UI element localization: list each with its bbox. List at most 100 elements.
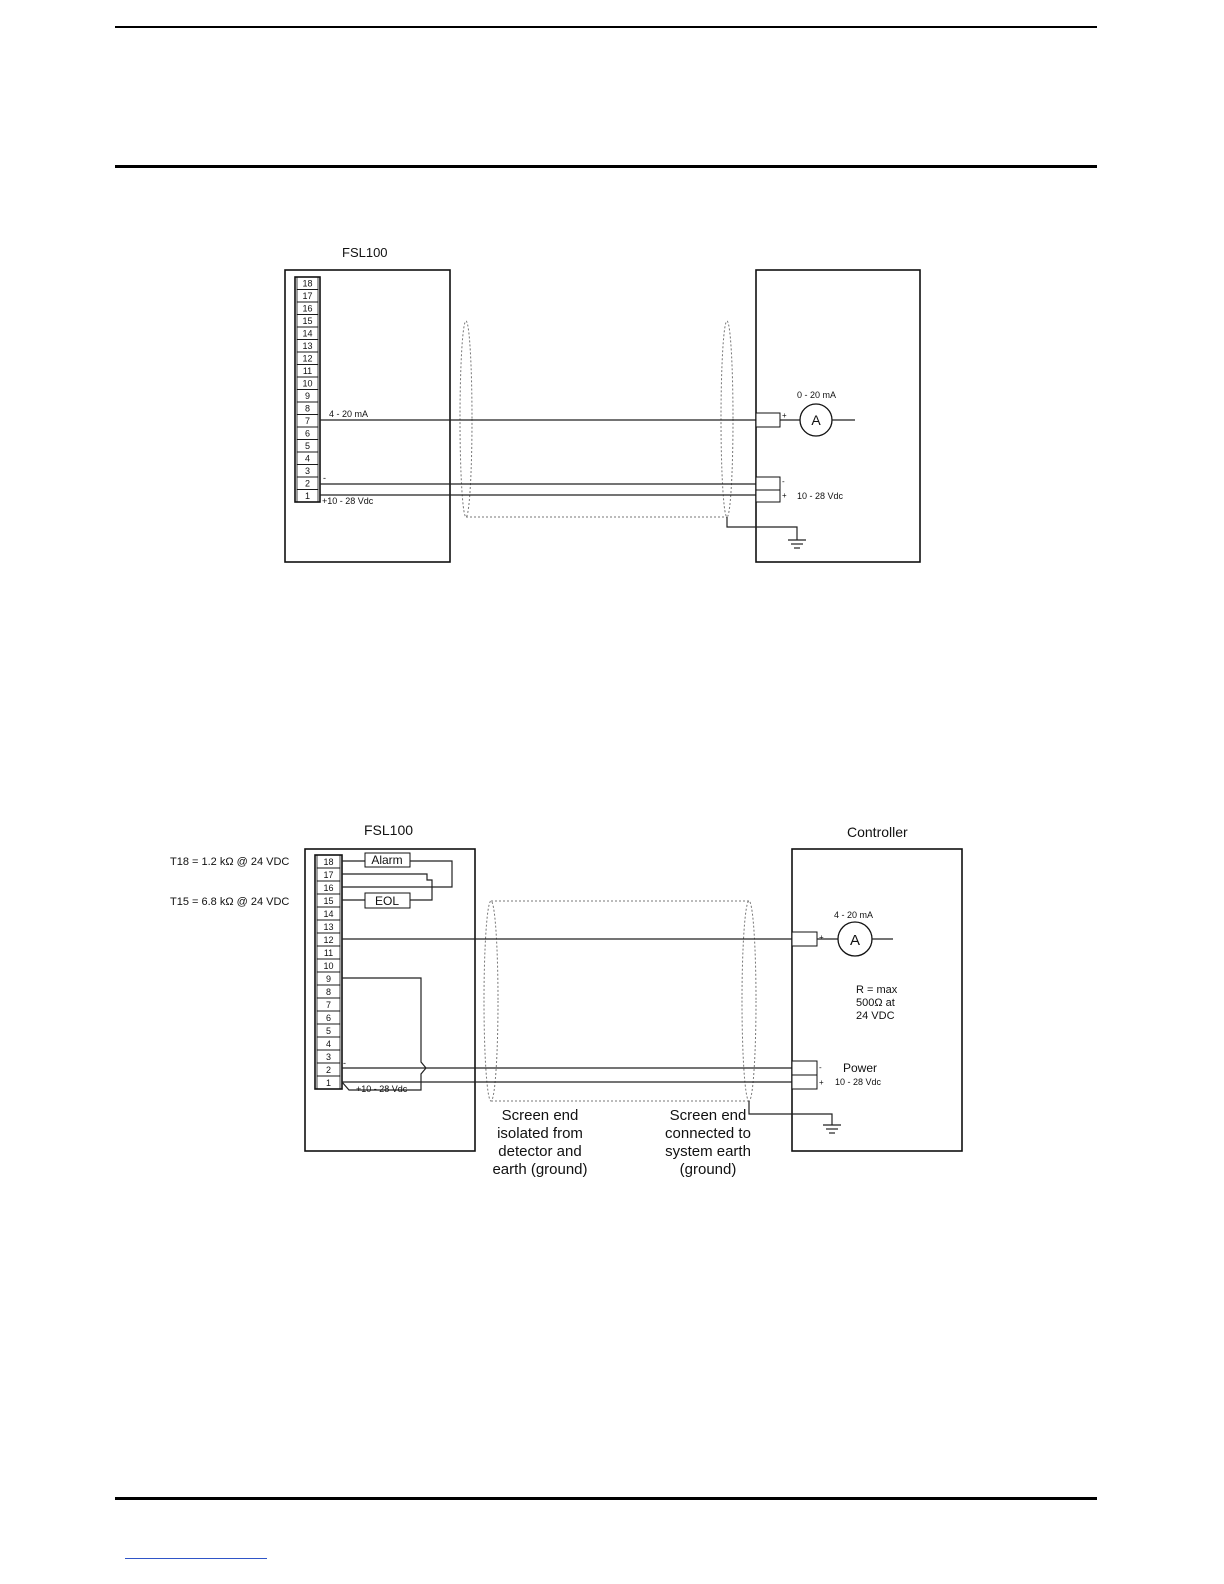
d2-screen-connected-note: Screen end connected to system earth (gr… (665, 1107, 751, 1178)
d1-controller-box (755, 269, 921, 563)
footer-link[interactable] (125, 1558, 267, 1559)
terminal-number: 12 (323, 935, 333, 945)
d2-meter-range: 4 - 20 mA (834, 910, 873, 920)
d2-minus-label: - (343, 1058, 346, 1068)
terminal-number: 7 (305, 416, 310, 426)
diagram-2: FSL100 Controller T18 = 1.2 kΩ @ 24 VDC … (170, 822, 963, 1178)
terminal-number: 1 (326, 1078, 331, 1088)
d2-detector-label: FSL100 (364, 822, 413, 838)
d2-detector-box (304, 848, 476, 1152)
d2-screen-end-right (741, 900, 757, 1102)
terminal-number: 16 (323, 883, 333, 893)
terminal-number: 14 (323, 909, 333, 919)
terminal-number: 15 (302, 316, 312, 326)
d1-detector-box (284, 269, 451, 563)
terminal-number: 15 (323, 896, 333, 906)
d2-resistance-line-1: R = max (856, 984, 898, 996)
terminal-number: 6 (305, 429, 310, 439)
footer-rule (115, 1497, 1097, 1500)
d1-minus-label: - (323, 473, 326, 483)
d2-screen-isolated-note: Screen end isolated from detector and ea… (492, 1107, 587, 1178)
d2-controller-box (791, 848, 963, 1152)
terminal-number: 13 (323, 922, 333, 932)
d1-power-label: 10 - 28 Vdc (797, 491, 844, 501)
d1-plus-terminal (755, 489, 781, 503)
terminal-number: 5 (326, 1026, 331, 1036)
terminal-number: 17 (302, 291, 312, 301)
d2-eol-label: EOL (375, 894, 399, 908)
terminal-number: 6 (326, 1013, 331, 1023)
d2-alarm-label: Alarm (371, 853, 402, 867)
d2-alarm-resistor (364, 852, 411, 868)
terminal-number: 1 (305, 491, 310, 501)
terminal-number: 3 (305, 466, 310, 476)
header-rule (115, 165, 1097, 168)
d2-signal-terminal (791, 931, 818, 947)
d2-resistance-line-3: 24 VDC (856, 1010, 895, 1022)
d2-screen-isolated-line-1: Screen end (502, 1107, 579, 1124)
d2-t18-note: T18 = 1.2 kΩ @ 24 VDC (170, 856, 289, 868)
terminal-number: 8 (305, 404, 310, 414)
d2-screen-isolated-line-3: detector and (498, 1143, 581, 1160)
d1-minus-sign: - (782, 477, 785, 486)
terminal-number: 2 (326, 1065, 331, 1075)
d2-power-title: Power (843, 1061, 877, 1075)
terminal-number: 5 (305, 441, 310, 451)
d2-ground-icon (823, 1124, 841, 1134)
d2-screen-connected-line-2: connected to (665, 1125, 751, 1142)
terminal-number: 9 (305, 391, 310, 401)
d2-screen-connected-line-1: Screen end (670, 1107, 747, 1124)
d2-link-17 (342, 873, 433, 887)
d2-terminal-numbers: 18 17 16 15 14 13 12 11 10 9 8 7 6 5 4 3 2 1 (316, 854, 341, 1090)
d2-screen-isolated-line-2: isolated from (497, 1125, 583, 1142)
terminal-number: 18 (323, 857, 333, 867)
top-rule (115, 26, 1097, 28)
d2-supply-label: +10 - 28 Vdc (356, 1084, 408, 1094)
d1-minus-terminal (755, 476, 781, 491)
d1-ammeter-symbol: A (811, 412, 821, 428)
terminal-number: 16 (302, 304, 312, 314)
terminal-number: 11 (324, 948, 333, 958)
d2-earth-wire (748, 1101, 833, 1125)
terminal-number: 12 (302, 354, 312, 364)
d2-t15-note: T15 = 6.8 kΩ @ 24 VDC (170, 896, 289, 908)
d1-detector-label: FSL100 (342, 245, 388, 260)
terminal-number: 4 (305, 454, 310, 464)
d1-signal-terminal (755, 412, 781, 428)
terminal-number: 3 (326, 1052, 331, 1062)
d2-plus-terminal (791, 1074, 818, 1090)
d1-plus-sign-signal: + (782, 411, 787, 420)
terminal-number: 7 (326, 1000, 331, 1010)
terminal-cell (296, 489, 319, 503)
d1-earth-wire (726, 517, 798, 540)
terminal-number: 17 (323, 870, 333, 880)
d2-minus-terminal (791, 1060, 818, 1076)
d2-plus-sign-signal: + (819, 933, 824, 942)
terminal-number: 9 (326, 974, 331, 984)
d1-ground-icon (788, 539, 806, 549)
d2-ammeter-symbol: A (850, 932, 860, 949)
terminal-number: 11 (303, 366, 312, 376)
d2-plus-sign-power: + (819, 1078, 824, 1087)
terminal-number: 18 (302, 279, 312, 289)
d2-link-9-supply (341, 977, 427, 1091)
terminal-number: 2 (305, 479, 310, 489)
d2-screen-end-left (483, 900, 499, 1102)
d2-resistance-line-2: 500Ω at (856, 997, 895, 1009)
terminal-number: 14 (302, 329, 312, 339)
d2-power-label: 10 - 28 Vdc (835, 1077, 882, 1087)
terminal-number: 8 (326, 987, 331, 997)
d1-meter-range: 0 - 20 mA (797, 390, 836, 400)
d2-minus-sign: - (819, 1063, 822, 1072)
d2-screen-connected-line-3: system earth (665, 1143, 751, 1160)
d2-screen-connected-line-4: (ground) (680, 1161, 737, 1178)
d1-supply-label: +10 - 28 Vdc (322, 496, 374, 506)
terminal-number: 10 (302, 379, 312, 389)
terminal-number: 10 (323, 961, 333, 971)
d2-controller-label: Controller (847, 824, 908, 840)
d2-screen-isolated-line-4: earth (ground) (492, 1161, 587, 1178)
d1-screen-end-left (459, 320, 473, 518)
terminal-number: 4 (326, 1039, 331, 1049)
